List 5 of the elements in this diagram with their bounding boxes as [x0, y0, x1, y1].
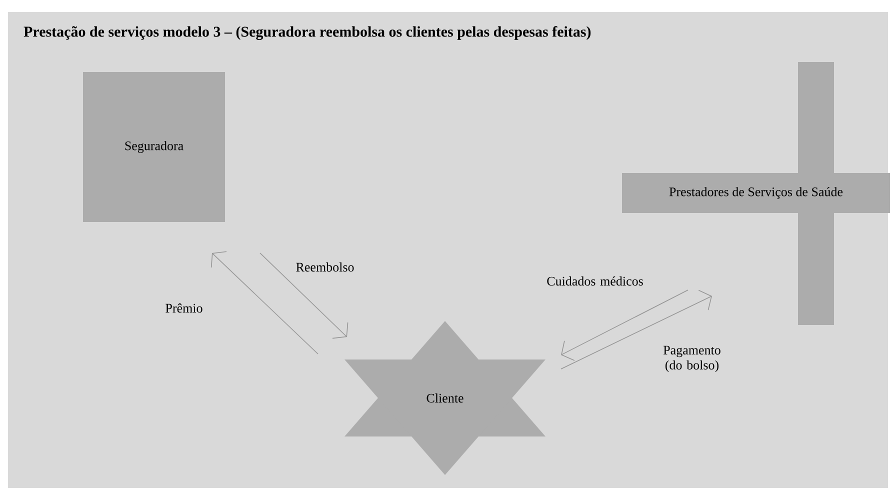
edge-label: Prêmio — [166, 303, 202, 313]
square-box: Seguradora — [83, 72, 225, 222]
edge-label: Reembolso — [296, 262, 354, 272]
title: Prestação de serviços modelo 3 – (Seguradora reembolsa os clientes pelas despesas feitas) — [24, 26, 591, 40]
edge-label: Pagamento (do bolso) — [664, 346, 720, 372]
